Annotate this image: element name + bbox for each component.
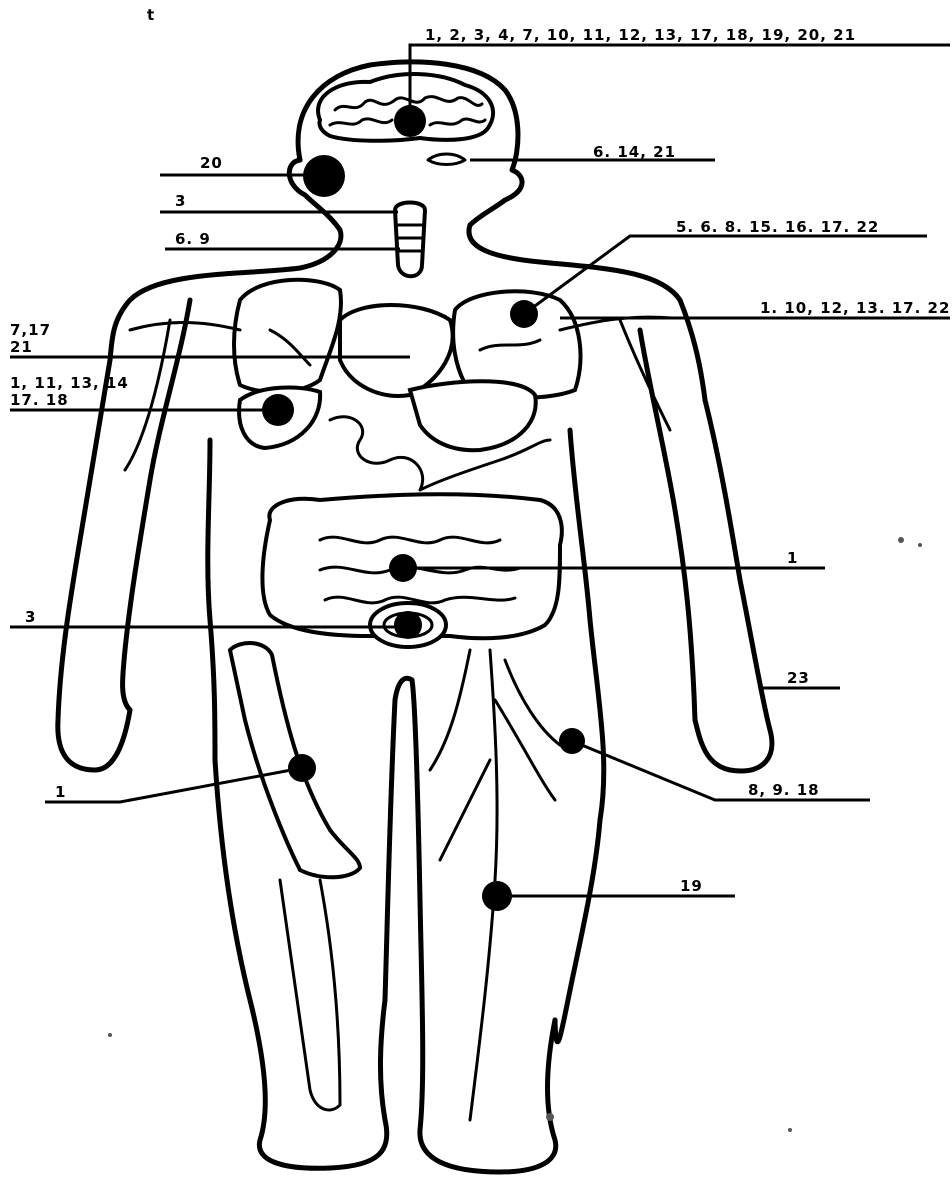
label-lung-top: 5. 6. 8. 15. 16. 17. 22 — [676, 218, 879, 236]
label-eye: 6. 14, 21 — [593, 143, 676, 161]
label-knee: 19 — [680, 877, 703, 895]
label-heart-line2: 21 — [10, 338, 33, 356]
labels: 1, 2, 3, 4, 7, 10, 11, 12, 13, 17, 18, 1… — [10, 26, 950, 895]
left-lung — [234, 280, 341, 392]
label-liver-line1: 1, 11, 13, 14 — [10, 374, 129, 392]
label-heart-line1: 7,17 — [10, 321, 51, 339]
label-neck: 6. 9 — [175, 230, 211, 248]
eye — [428, 154, 465, 165]
label-throat: 3 — [175, 192, 186, 210]
trachea — [395, 203, 425, 277]
label-lung-right: 1. 10, 12, 13. 17. 22 — [760, 299, 950, 317]
corner-mark: t — [147, 6, 155, 24]
heart — [340, 305, 453, 396]
label-intestine: 1 — [787, 549, 798, 567]
vessels — [125, 317, 672, 1120]
label-ear: 20 — [200, 154, 223, 172]
label-liver-line2: 17. 18 — [10, 391, 69, 409]
label-thigh: 1 — [55, 783, 66, 801]
label-hip: 8, 9. 18 — [748, 781, 820, 799]
label-bladder: 3 — [25, 608, 36, 626]
label-arm: 23 — [787, 669, 810, 687]
label-brain: 1, 2, 3, 4, 7, 10, 11, 12, 13, 17, 18, 1… — [425, 26, 856, 44]
marker-bladder — [394, 611, 422, 639]
stomach — [410, 381, 536, 450]
